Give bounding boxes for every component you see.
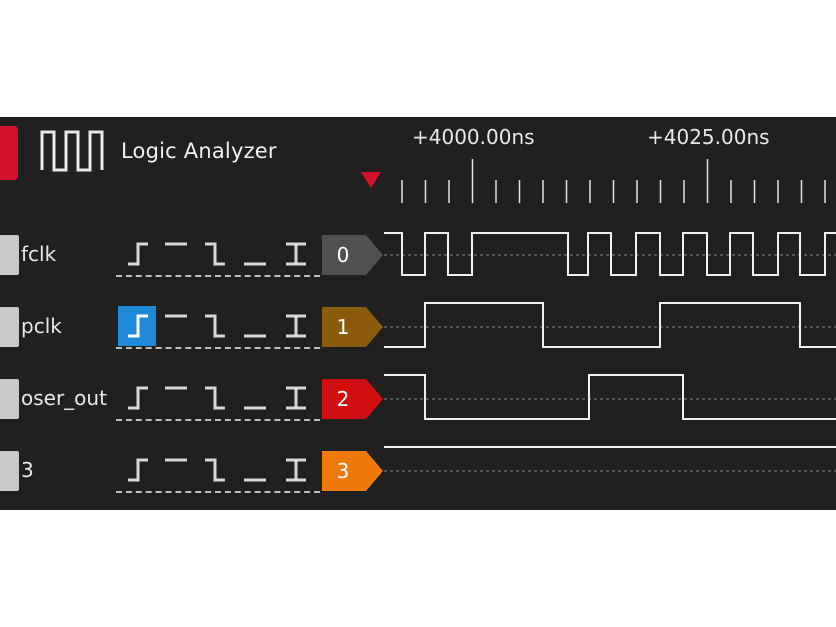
rising-edge-icon	[128, 386, 148, 410]
low-level-icon	[244, 262, 266, 266]
falling-edge-trigger-button[interactable]	[195, 234, 233, 274]
high-level-icon	[165, 242, 187, 246]
rising-edge-icon	[128, 458, 148, 482]
high-level-trigger-button[interactable]	[157, 306, 195, 346]
high-level-icon	[165, 314, 187, 318]
channel-name[interactable]: 3	[21, 458, 34, 482]
high-level-icon	[165, 458, 187, 462]
low-level-icon	[244, 478, 266, 482]
high-level-trigger-button[interactable]	[157, 450, 195, 490]
logic-analyzer-panel: Logic Analyzer +4000.00ns +4025.00ns fcl…	[0, 117, 836, 510]
trigger-marker-icon[interactable]	[359, 170, 383, 190]
rising-edge-icon	[128, 242, 148, 266]
channel-drag-handle[interactable]	[0, 451, 19, 491]
high-level-trigger-button[interactable]	[157, 378, 195, 418]
any-edge-icon	[286, 314, 306, 338]
any-edge-trigger-button[interactable]	[276, 450, 314, 490]
trigger-underline	[116, 491, 320, 493]
any-edge-icon	[286, 386, 306, 410]
falling-edge-icon	[205, 314, 225, 338]
oser-out-waveform	[384, 374, 836, 420]
channel-name[interactable]: oser_out	[21, 386, 107, 410]
low-level-trigger-button[interactable]	[236, 234, 274, 274]
any-edge-trigger-button[interactable]	[276, 378, 314, 418]
rising-edge-icon	[128, 314, 148, 338]
falling-edge-icon	[205, 386, 225, 410]
any-edge-trigger-button[interactable]	[276, 306, 314, 346]
any-edge-icon	[286, 242, 306, 266]
channel-index: 2	[336, 387, 350, 411]
falling-edge-icon	[205, 458, 225, 482]
high-level-icon	[165, 386, 187, 390]
rising-edge-trigger-button[interactable]	[118, 234, 156, 274]
channel-row-oser-out: oser_out 2	[0, 377, 383, 421]
any-edge-icon	[286, 458, 306, 482]
panel-tab[interactable]	[0, 126, 18, 180]
waveform-area[interactable]	[0, 117, 836, 510]
any-edge-trigger-button[interactable]	[276, 234, 314, 274]
channel-drag-handle[interactable]	[0, 307, 19, 347]
high-level-trigger-button[interactable]	[157, 234, 195, 274]
trigger-underline	[116, 419, 320, 421]
channel-index: 0	[336, 243, 350, 267]
channel-index-badge[interactable]: 3	[322, 451, 384, 491]
falling-edge-trigger-button[interactable]	[195, 306, 233, 346]
time-ruler[interactable]	[0, 117, 836, 510]
rising-edge-trigger-button[interactable]	[118, 378, 156, 418]
trigger-underline	[116, 275, 320, 277]
pclk-waveform	[384, 302, 836, 348]
channel-row-fclk: fclk 0	[0, 233, 383, 277]
square-wave-icon	[40, 130, 104, 172]
panel-title: Logic Analyzer	[121, 139, 277, 163]
channel-name[interactable]: pclk	[21, 314, 62, 338]
channel-drag-handle[interactable]	[0, 235, 19, 275]
low-level-icon	[244, 334, 266, 338]
falling-edge-icon	[205, 242, 225, 266]
channel-name[interactable]: fclk	[21, 242, 57, 266]
falling-edge-trigger-button[interactable]	[195, 450, 233, 490]
channel-index: 3	[336, 459, 350, 483]
low-level-icon	[244, 406, 266, 410]
time-label-4000: +4000.00ns	[412, 125, 535, 149]
fclk-waveform	[384, 232, 836, 276]
channel-drag-handle[interactable]	[0, 379, 19, 419]
channel-row-pclk: pclk 1	[0, 305, 383, 349]
falling-edge-trigger-button[interactable]	[195, 378, 233, 418]
channel-index-badge[interactable]: 1	[322, 307, 384, 347]
rising-edge-trigger-button[interactable]	[118, 450, 156, 490]
rising-edge-trigger-button[interactable]	[118, 306, 156, 346]
low-level-trigger-button[interactable]	[236, 378, 274, 418]
low-level-trigger-button[interactable]	[236, 306, 274, 346]
channel-index-badge[interactable]: 2	[322, 379, 384, 419]
time-label-4025: +4025.00ns	[647, 125, 770, 149]
low-level-trigger-button[interactable]	[236, 450, 274, 490]
trigger-underline	[116, 347, 320, 349]
channel-index-badge[interactable]: 0	[322, 235, 384, 275]
channel-index: 1	[336, 315, 350, 339]
